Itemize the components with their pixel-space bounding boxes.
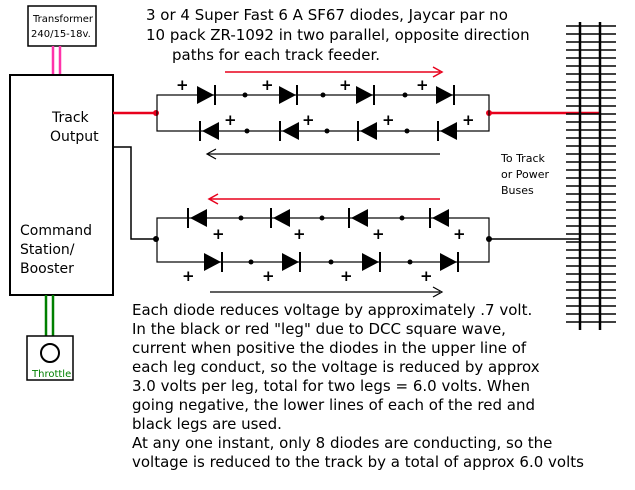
plus-marker: + xyxy=(340,267,353,285)
plus-marker: + xyxy=(293,225,306,243)
track-rails-icon xyxy=(566,22,616,330)
plus-marker: + xyxy=(416,76,429,94)
command-station: Track Output Command Station/ Booster xyxy=(9,74,114,296)
transformer: Transformer 240/15-18v. xyxy=(27,5,97,47)
station-name-line2: Station/ xyxy=(20,242,75,258)
track-output-label-line2: Output xyxy=(50,129,99,145)
explanation-note: Each diode reduces voltage by approximat… xyxy=(132,301,584,471)
transformer-wires xyxy=(51,46,62,75)
plus-marker: + xyxy=(420,267,433,285)
black-leg-forward-arrow xyxy=(210,286,444,298)
red-leg-upper-row: + + + + xyxy=(176,76,455,105)
header-note-line-2: 10 pack ZR-1092 in two parallel, opposit… xyxy=(146,26,530,44)
explanation-line-1: Each diode reduces voltage by approximat… xyxy=(132,301,532,319)
explanation-line-2: In the black or red "leg" due to DCC squ… xyxy=(132,320,506,338)
plus-marker: + xyxy=(339,76,352,94)
plus-marker: + xyxy=(302,111,315,129)
explanation-line-8: At any one instant, only 8 diodes are co… xyxy=(132,434,552,452)
diode-icon xyxy=(356,85,375,105)
diode-icon xyxy=(204,252,223,272)
transformer-label-line1: Transformer xyxy=(32,14,94,25)
explanation-line-3: current when positive the diodes in the … xyxy=(132,339,527,357)
red-leg-reverse-arrow xyxy=(205,148,440,160)
black-leg-diode-network: + + + + + + + + xyxy=(156,208,490,285)
red-leg-diode-network: + + + + + + + + xyxy=(156,76,490,141)
plus-marker: + xyxy=(462,111,475,129)
plus-marker: + xyxy=(372,225,385,243)
black-leg-lower-row: + + + + xyxy=(182,252,459,285)
plus-marker: + xyxy=(212,225,225,243)
diode-icon xyxy=(197,85,216,105)
diode-icon xyxy=(187,208,207,228)
explanation-line-5: 3.0 volts per leg, total for two legs = … xyxy=(132,377,530,395)
diode-icon xyxy=(348,208,368,228)
diode-icon xyxy=(270,208,290,228)
explanation-line-7: black legs are used. xyxy=(132,415,282,433)
plus-marker: + xyxy=(453,225,466,243)
diode-icon xyxy=(436,85,455,105)
explanation-line-9: voltage is reduced to the track by a tot… xyxy=(132,453,584,471)
track-output-label-line1: Track xyxy=(51,110,90,126)
header-note: 3 or 4 Super Fast 6 A SF67 diodes, Jayca… xyxy=(146,6,530,64)
plus-marker: + xyxy=(182,267,195,285)
red-leg-forward-arrow xyxy=(225,66,444,78)
red-leg-input-junction xyxy=(153,110,159,116)
plus-marker: + xyxy=(261,76,274,94)
diode-icon xyxy=(279,121,299,141)
plus-marker: + xyxy=(262,267,275,285)
throttle-label: Throttle xyxy=(31,369,71,380)
plus-marker: + xyxy=(382,111,395,129)
throttle: Throttle xyxy=(26,335,74,381)
diode-icon xyxy=(279,85,298,105)
black-leg-input-junction xyxy=(153,236,159,242)
buses-label: To Track or Power Buses xyxy=(500,152,549,197)
diode-icon xyxy=(440,252,459,272)
diode-icon xyxy=(437,121,457,141)
buses-label-line3: Buses xyxy=(501,184,534,197)
diode-icon xyxy=(429,208,449,228)
header-note-line-3: paths for each track feeder. xyxy=(172,46,380,64)
station-name-line1: Command xyxy=(20,223,92,239)
diode-icon xyxy=(199,121,219,141)
diode-icon xyxy=(357,121,377,141)
buses-label-line2: or Power xyxy=(501,168,549,181)
diode-icon xyxy=(282,252,301,272)
red-leg-lower-row: + + + + xyxy=(199,111,475,141)
diode-icon xyxy=(362,252,381,272)
transformer-label-line2: 240/15-18v. xyxy=(31,29,91,40)
throttle-knob-icon xyxy=(40,343,60,363)
header-note-line-1: 3 or 4 Super Fast 6 A SF67 diodes, Jayca… xyxy=(146,6,508,24)
throttle-wires xyxy=(44,295,55,336)
explanation-line-4: each leg conduct, so the voltage is redu… xyxy=(132,358,540,376)
plus-marker: + xyxy=(176,76,189,94)
black-leg-wiring xyxy=(113,146,581,240)
black-leg-upper-row: + + + + xyxy=(187,208,466,243)
black-leg-reverse-arrow xyxy=(207,193,440,205)
station-name-line3: Booster xyxy=(20,261,74,277)
buses-label-line1: To Track xyxy=(500,152,545,165)
explanation-line-6: going negative, the lower lines of each … xyxy=(132,396,535,414)
plus-marker: + xyxy=(224,111,237,129)
